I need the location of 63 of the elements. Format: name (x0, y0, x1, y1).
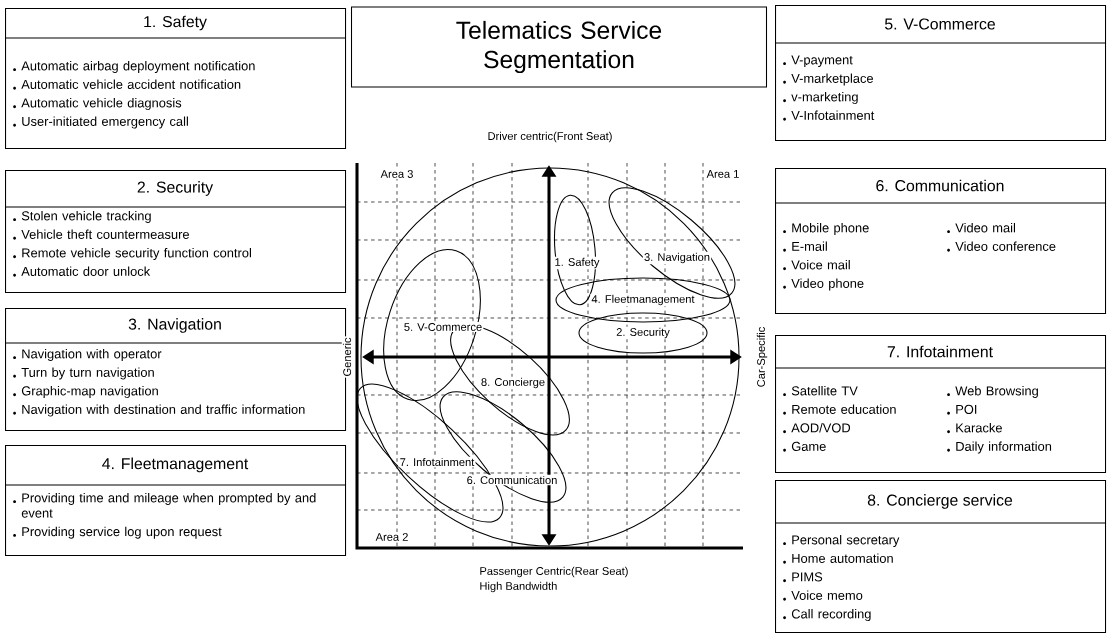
list-item: POI (947, 404, 977, 415)
list-item: Vehicle theft countermeasure (13, 229, 189, 240)
list-item: Voice memo (783, 590, 863, 601)
list-item: Video conference (947, 241, 1056, 252)
list-item: AOD/VOD (783, 423, 851, 434)
segment-label: 1. Safety (553, 256, 601, 270)
list-item: Video mail (947, 222, 1015, 234)
segment-label: 2. Security (615, 326, 671, 340)
list-item: Call recording (783, 609, 871, 621)
box-heading: 6. Communication (876, 179, 1004, 192)
segment-label: 5. V-Commerce (402, 321, 484, 333)
list-item: Graphic-map navigation (13, 386, 158, 398)
axis-label: Car-Specific (755, 325, 769, 389)
list-item: Karacke (947, 423, 1002, 434)
list-item: Navigation with destination and traffic information (13, 404, 305, 417)
list-item: PIMS (783, 572, 823, 583)
list-item: Automatic vehicle diagnosis (13, 98, 182, 110)
list-item: Automatic airbag deployment notification (13, 60, 255, 73)
box-heading: 2. Security (137, 181, 214, 196)
list-item: Stolen vehicle tracking (13, 210, 151, 223)
title-box: Telematics Service Segmentation (351, 6, 768, 88)
axis-label: Passenger Centric(Rear Seat) (478, 565, 630, 579)
box-heading: 7. Infotainment (887, 345, 993, 358)
list-item: Home automation (783, 553, 893, 564)
segment-label: 8. Concierge (479, 376, 547, 390)
box-heading: 1. Safety (144, 15, 207, 31)
list-item: Personal secretary (783, 534, 900, 547)
box-heading: 5. V-Commerce (884, 18, 995, 30)
list-item: Automatic vehicle accident notification (13, 79, 241, 90)
list-item: Game (783, 441, 826, 452)
axis-label: High Bandwidth (478, 580, 559, 594)
area-label: Area 3 (379, 168, 415, 180)
list-item: Voice mail (783, 260, 850, 271)
list-item: V-marketplace (783, 73, 874, 86)
box-heading: 8. Concierge service (867, 494, 1013, 509)
list-item: Satellite TV (783, 385, 858, 397)
list-item: Video phone (783, 278, 864, 291)
segment-label: 3. Navigation (642, 251, 712, 265)
box-heading: 3. Navigation (128, 318, 221, 333)
axis-label: Driver centric(Front Seat) (486, 130, 614, 144)
list-item: V-Infotainment (783, 110, 875, 121)
list-item: Providing service log upon request (13, 526, 222, 539)
area-label: Area 2 (374, 531, 410, 543)
segment-label: 7. Infotainment (398, 456, 476, 468)
segment-label: 4. Fleetmanagement (590, 293, 696, 307)
list-item: Automatic door unlock (13, 266, 151, 277)
list-item: Providing time and mileage when prompted by and event (13, 492, 316, 518)
list-item: V-payment (783, 55, 853, 67)
segment-ellipse (555, 277, 731, 323)
list-item: Turn by turn navigation (13, 367, 154, 380)
list-item: Web Browsing (947, 385, 1038, 398)
segment-label: 6. Communication (465, 474, 559, 486)
list-item: Daily information (947, 441, 1052, 454)
list-item: v-marketing (783, 92, 858, 104)
segment-ellipse (578, 312, 708, 354)
list-item: Remote education (783, 404, 896, 415)
list-item: Mobile phone (783, 222, 869, 235)
box-heading: 4. Fleetmanagement (102, 457, 249, 473)
list-item: E-mail (783, 241, 827, 252)
list-item: User-initiated emergency call (13, 116, 188, 129)
list-item: Navigation with operator (13, 348, 162, 361)
axis-label: Generic (341, 336, 353, 378)
list-item: Remote vehicle security function control (13, 248, 251, 260)
